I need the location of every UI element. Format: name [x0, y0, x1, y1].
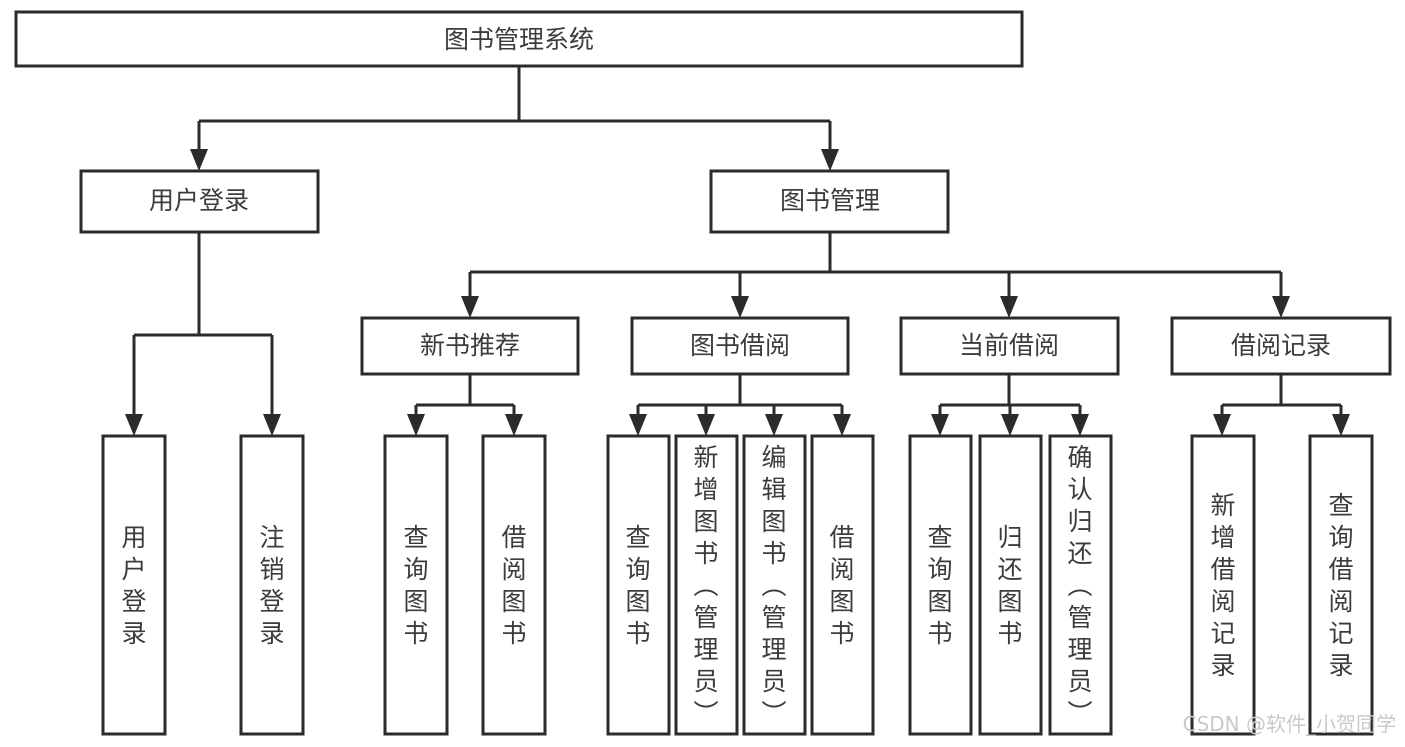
leaf-edit-book-admin-box[interactable]	[742, 434, 807, 736]
leaf-add-book-admin[interactable]: 新增图书︵管理员︶	[674, 434, 739, 736]
leaf-return-book[interactable]: 归还图书	[978, 434, 1043, 736]
leaf-query-book-current-label: 查询图书	[927, 523, 952, 648]
leaf-add-book-admin-label: 新增图书︵管理员︶	[693, 443, 718, 728]
node-borrow-record-box[interactable]	[1170, 316, 1392, 376]
node-current-borrow-box[interactable]	[899, 316, 1120, 376]
leaf-query-book-borrow-box[interactable]	[606, 434, 671, 736]
leaf-logout[interactable]: 注销登录	[239, 434, 305, 736]
arrow-head-book-borrow	[731, 296, 749, 318]
leaf-query-book-current-box[interactable]	[908, 434, 973, 736]
node-user-login[interactable]: 用户登录	[79, 169, 320, 234]
node-book-management-box[interactable]	[709, 169, 950, 234]
leaf-edit-book-admin[interactable]: 编辑图书︵管理员︶	[742, 434, 807, 736]
node-book-management[interactable]: 图书管理	[709, 169, 950, 234]
node-new-book-recommend-box[interactable]	[360, 316, 580, 376]
node-book-borrow-box[interactable]	[630, 316, 850, 376]
arrow-head-record-leaf-1	[1213, 414, 1231, 436]
leaf-query-book-newrec-label: 查询图书	[403, 523, 428, 648]
connector-layer	[125, 66, 1350, 436]
leaf-return-book-box[interactable]	[978, 434, 1043, 736]
arrow-head-borrow-leaf-1	[629, 414, 647, 436]
leaf-user-login-label: 用户登录	[121, 523, 146, 648]
leaf-add-book-admin-box[interactable]	[674, 434, 739, 736]
arrow-head-current-borrow	[1000, 296, 1018, 318]
leaf-query-book-current[interactable]: 查询图书	[908, 434, 973, 736]
arrow-head-borrow-leaf-4	[833, 414, 851, 436]
leaf-borrow-book-newrec-box[interactable]	[481, 434, 547, 736]
leaf-query-book-borrow[interactable]: 查询图书	[606, 434, 671, 736]
csdn-watermark: CSDN @软件_小贺同学	[1183, 712, 1396, 736]
leaf-return-book-label: 归还图书	[997, 523, 1022, 648]
arrow-head-leaf-logout	[263, 414, 281, 436]
leaf-borrow-book-label: 借阅图书	[829, 523, 854, 648]
leaf-borrow-book-newrec-label: 借阅图书	[501, 523, 526, 648]
node-root-label: 图书管理系统	[444, 25, 594, 54]
leaf-add-borrow-record[interactable]: 新增借阅记录	[1190, 434, 1256, 736]
leaf-add-borrow-record-box[interactable]	[1190, 434, 1256, 736]
arrow-head-borrow-leaf-3	[765, 414, 783, 436]
leaf-add-borrow-record-label: 新增借阅记录	[1210, 491, 1235, 680]
node-borrow-record[interactable]: 借阅记录	[1170, 316, 1392, 376]
node-current-borrow[interactable]: 当前借阅	[899, 316, 1120, 376]
arrow-head-newbook-leaf-1	[407, 414, 425, 436]
arrow-head-current-leaf-3	[1071, 414, 1089, 436]
leaf-query-book-borrow-label: 查询图书	[625, 523, 650, 648]
arrow-head-current-leaf-1	[931, 414, 949, 436]
node-user-login-box[interactable]	[79, 169, 320, 234]
leaf-borrow-book-box[interactable]	[810, 434, 875, 736]
leaf-confirm-return-admin-box[interactable]	[1048, 434, 1113, 736]
arrow-head-record-leaf-2	[1332, 414, 1350, 436]
node-root[interactable]: 图书管理系统	[14, 10, 1024, 68]
leaf-confirm-return-admin[interactable]: 确认归还︵管理员︶	[1048, 434, 1113, 736]
arrow-head-newbook-leaf-2	[505, 414, 523, 436]
leaf-logout-box[interactable]	[239, 434, 305, 736]
leaf-query-borrow-record-label: 查询借阅记录	[1328, 491, 1353, 680]
node-borrow-record-label: 借阅记录	[1231, 331, 1331, 360]
arrow-head-leaf-user-login	[125, 414, 143, 436]
leaf-query-book-newrec-box[interactable]	[383, 434, 449, 736]
node-current-borrow-label: 当前借阅	[959, 331, 1059, 360]
node-root-box[interactable]	[14, 10, 1024, 68]
leaf-logout-label: 注销登录	[259, 523, 284, 648]
arrow-head-new-book-rec	[461, 296, 479, 318]
node-book-borrow[interactable]: 图书借阅	[630, 316, 850, 376]
leaf-borrow-book-newrec[interactable]: 借阅图书	[481, 434, 547, 736]
arrow-head-book-mgmt	[821, 149, 839, 171]
leaf-query-book-newrec[interactable]: 查询图书	[383, 434, 449, 736]
arrow-head-borrow-record	[1272, 296, 1290, 318]
arrow-head-user-login	[190, 149, 208, 171]
leaf-edit-book-admin-label: 编辑图书︵管理员︶	[761, 443, 786, 728]
node-book-borrow-label: 图书借阅	[690, 331, 790, 360]
leaf-confirm-return-admin-label: 确认归还︵管理员︶	[1067, 443, 1092, 728]
arrow-head-current-leaf-2	[1001, 414, 1019, 436]
leaf-user-login[interactable]: 用户登录	[101, 434, 167, 736]
node-book-management-label: 图书管理	[780, 186, 880, 215]
leaf-borrow-book[interactable]: 借阅图书	[810, 434, 875, 736]
node-new-book-recommend[interactable]: 新书推荐	[360, 316, 580, 376]
arrow-head-borrow-leaf-2	[697, 414, 715, 436]
leaf-query-borrow-record-box[interactable]	[1308, 434, 1374, 736]
node-new-book-recommend-label: 新书推荐	[420, 331, 520, 360]
leaf-user-login-box[interactable]	[101, 434, 167, 736]
node-user-login-label: 用户登录	[149, 186, 249, 215]
leaf-query-borrow-record[interactable]: 查询借阅记录	[1308, 434, 1374, 736]
